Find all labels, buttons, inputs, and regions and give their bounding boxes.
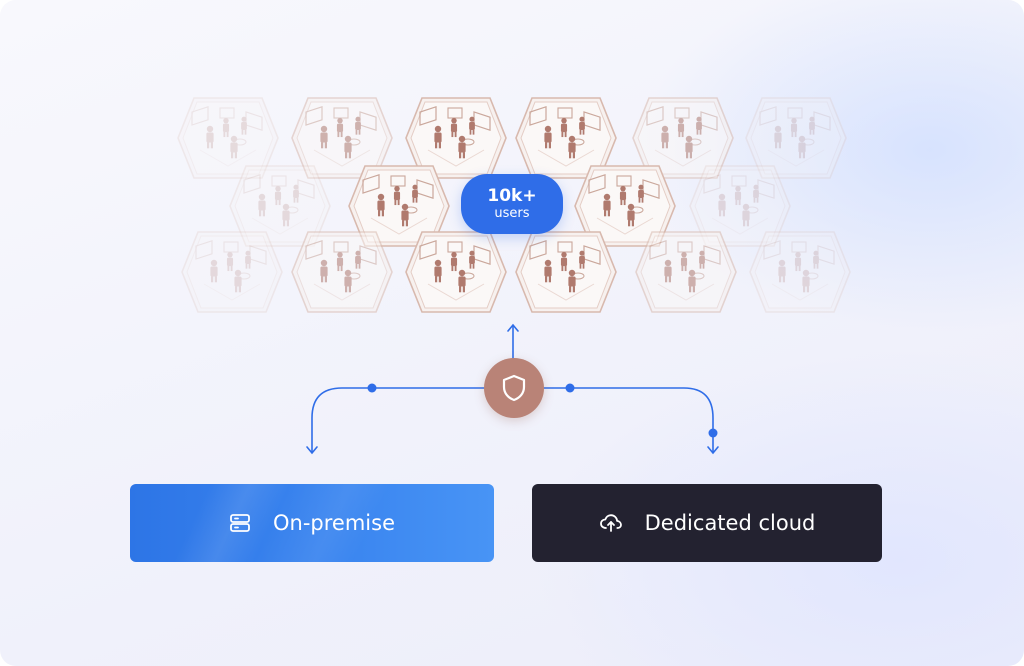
users-count-value: 10k+ — [487, 186, 537, 206]
shield-icon — [502, 374, 526, 402]
office-hexagon — [515, 97, 617, 179]
office-hexagon — [745, 97, 847, 179]
office-hexagon — [405, 231, 507, 313]
office-hexagon — [635, 231, 737, 313]
on-premise-option[interactable]: On-premise — [130, 484, 494, 562]
office-hexagon — [177, 97, 279, 179]
office-hexagon — [291, 231, 393, 313]
server-icon — [230, 514, 250, 532]
security-node — [484, 358, 544, 418]
cloud-upload-icon — [599, 514, 622, 532]
dedicated-cloud-option[interactable]: Dedicated cloud — [532, 484, 882, 562]
office-hexagon — [689, 165, 791, 247]
users-count-badge: 10k+ users — [461, 174, 563, 234]
users-count-unit: users — [494, 206, 530, 221]
office-hexagon — [574, 165, 676, 247]
office-hexagon — [181, 231, 283, 313]
office-hexagon — [632, 97, 734, 179]
office-hexagon — [515, 231, 617, 313]
office-hexagon — [291, 97, 393, 179]
office-hexagon — [749, 231, 851, 313]
dedicated-cloud-label: Dedicated cloud — [644, 511, 816, 535]
on-premise-label: On-premise — [273, 511, 395, 535]
